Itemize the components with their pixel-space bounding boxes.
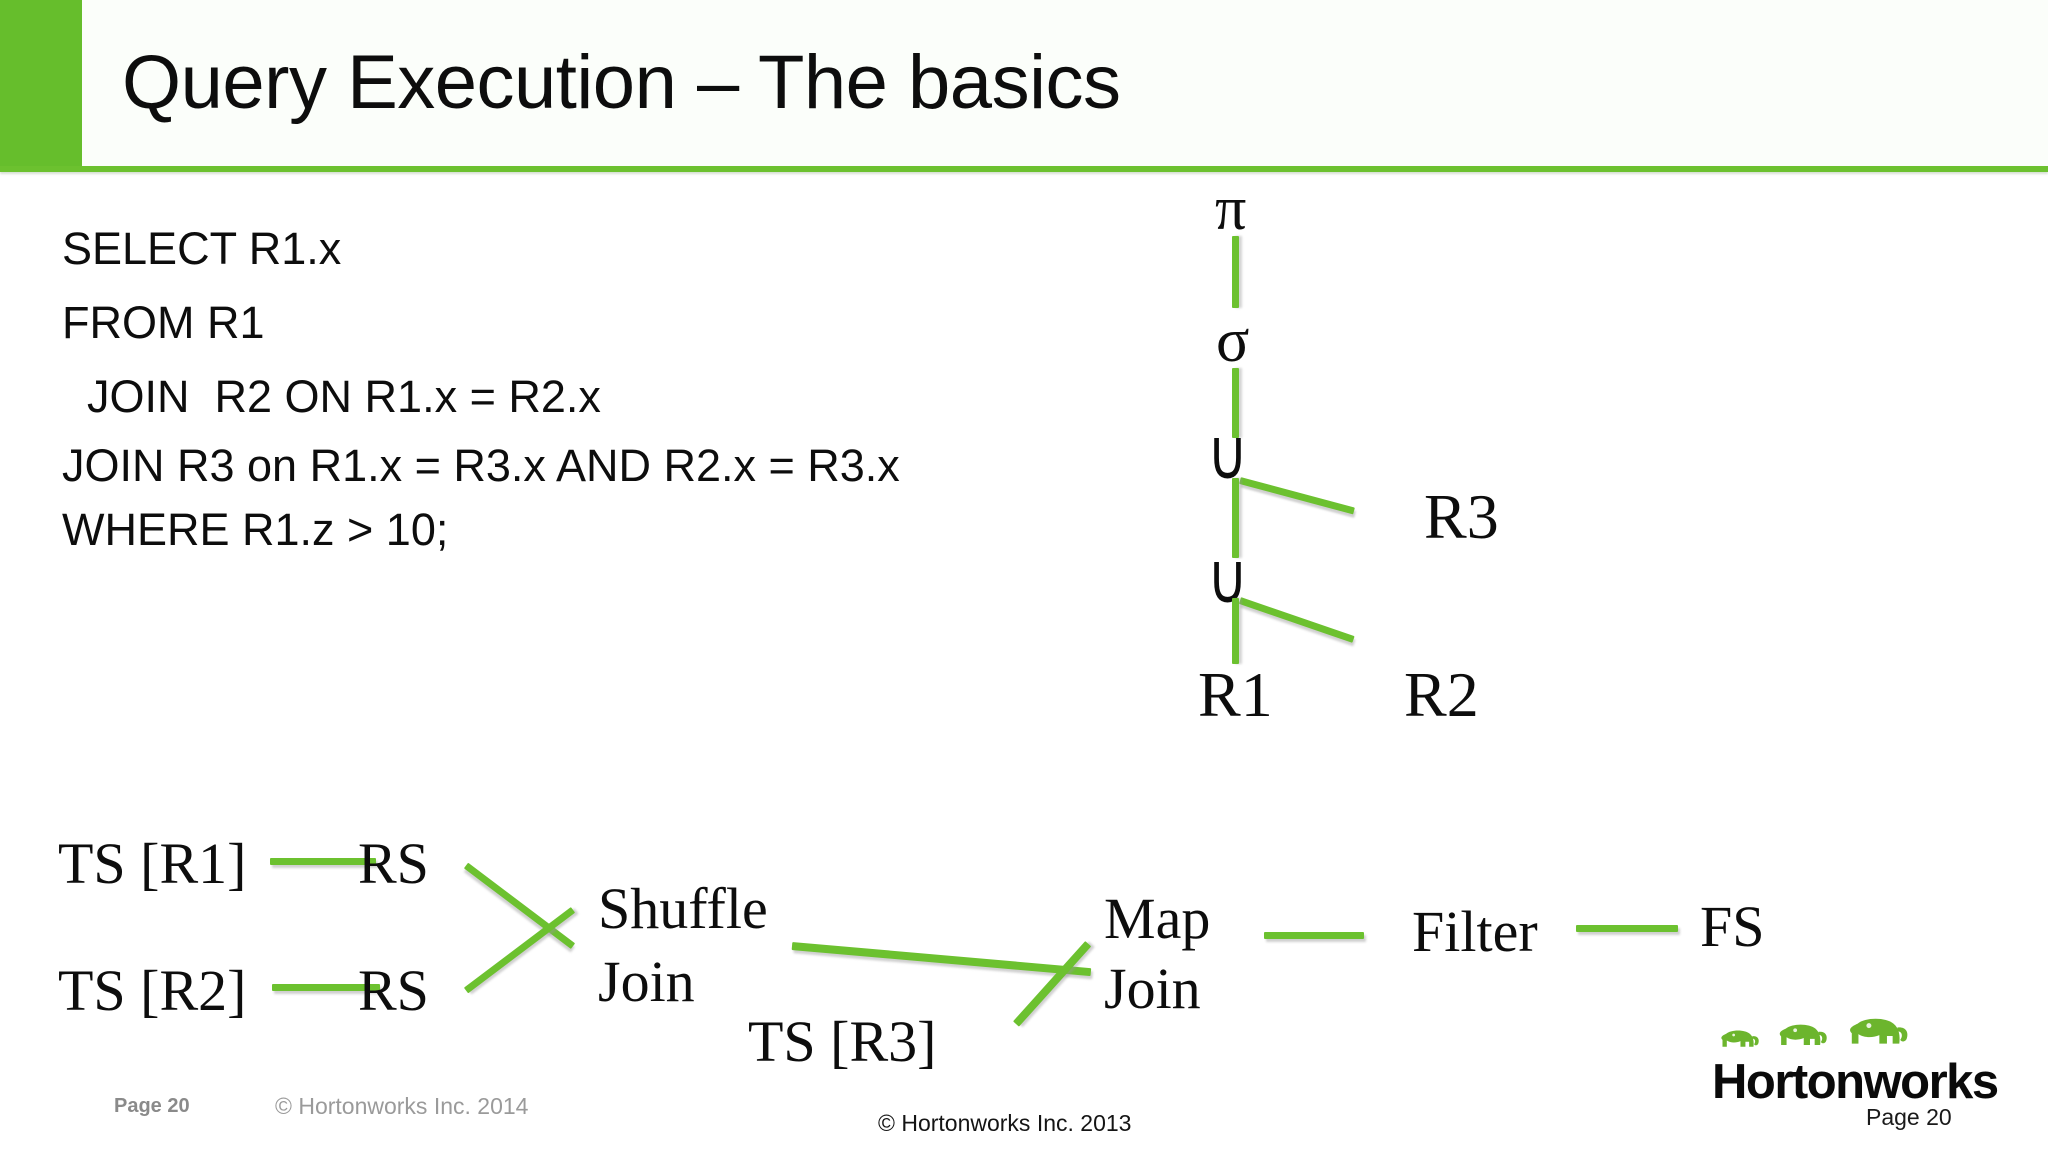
header-accent-bar xyxy=(0,0,82,168)
tree-relation-r1: R1 xyxy=(1198,659,1273,730)
page-title: Query Execution – The basics xyxy=(122,40,1121,125)
plan-node-map-join-line1: Map xyxy=(1104,886,1211,951)
plan-edge-ts-r1-to-rs-1 xyxy=(270,858,376,865)
plan-edge-ts-r2-to-rs-2 xyxy=(272,984,380,991)
plan-node-ts-r3: TS [R3] xyxy=(748,1009,937,1074)
tree-edge-join-upper-to-r3 xyxy=(1239,477,1355,515)
tree-edge-join-upper-to-join-lower xyxy=(1232,478,1239,558)
sql-query-block: SELECT R1.x FROM R1 JOIN R2 ON R1.x = R2… xyxy=(62,212,1092,562)
operator-projection-symbol: π xyxy=(1215,175,1247,243)
tree-edge-selection-to-join-upper xyxy=(1232,368,1239,438)
slide-header xyxy=(0,0,2048,168)
plan-node-shuffle-join-line2: Join xyxy=(598,949,695,1014)
plan-node-fs: FS xyxy=(1700,894,1765,959)
plan-edge-map-join-to-filter xyxy=(1264,932,1364,939)
operator-selection-symbol: σ xyxy=(1216,307,1250,375)
plan-node-shuffle-join-line1: Shuffle xyxy=(598,876,768,941)
plan-edge-rs-1-to-shuffle-join xyxy=(463,862,576,949)
footer-page-label: Page 20 xyxy=(114,1095,190,1117)
tree-edge-join-lower-to-r1 xyxy=(1232,598,1239,664)
header-divider-line xyxy=(0,166,2048,172)
plan-node-map-join-line2: Join xyxy=(1104,956,1201,1021)
plan-node-filter: Filter xyxy=(1412,899,1538,964)
tree-relation-r3: R3 xyxy=(1424,481,1499,552)
hortonworks-elephants-icon xyxy=(1721,1018,1908,1047)
tree-relation-r2: R2 xyxy=(1404,659,1479,730)
tree-edge-join-lower-to-r2 xyxy=(1238,597,1355,643)
plan-edge-shuffle-join-to-map-join xyxy=(791,942,1092,977)
sql-line-join-r2: JOIN R2 ON R1.x = R2.x xyxy=(62,371,601,422)
plan-node-rs-1: RS xyxy=(358,831,429,896)
hortonworks-wordmark: Hortonworks xyxy=(1712,1055,1999,1109)
plan-node-rs-2: RS xyxy=(358,958,429,1023)
tree-edge-projection-to-selection xyxy=(1232,236,1239,308)
footer-copyright-left: © Hortonworks Inc. 2014 xyxy=(275,1093,529,1119)
plan-edge-filter-to-fs xyxy=(1576,925,1678,932)
plan-node-ts-r1: TS [R1] xyxy=(58,831,247,896)
plan-edge-rs-2-to-shuffle-join xyxy=(463,907,576,994)
sql-line-where: WHERE R1.z > 10; xyxy=(62,504,449,555)
sql-line-from: FROM R1 xyxy=(62,297,265,348)
sql-line-join-r3: JOIN R3 on R1.x = R3.x AND R2.x = R3.x xyxy=(62,440,900,491)
plan-edge-ts-r3-to-map-join xyxy=(1013,941,1092,1027)
footer-copyright-center: © Hortonworks Inc. 2013 xyxy=(878,1110,1132,1136)
sql-line-select: SELECT R1.x xyxy=(62,223,342,274)
plan-node-ts-r2: TS [R2] xyxy=(58,958,247,1023)
logo-page-label: Page 20 xyxy=(1866,1104,1952,1130)
